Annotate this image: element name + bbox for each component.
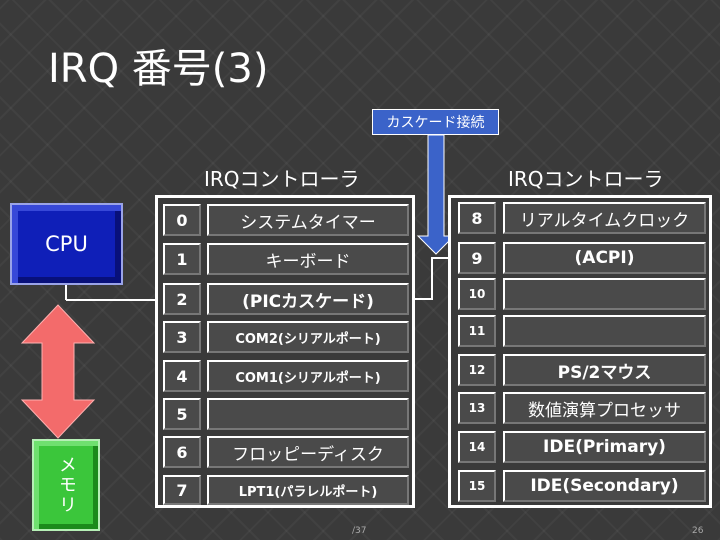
irq-device: システムタイマー — [207, 204, 409, 236]
irq-device: COM2(シリアルポート) — [207, 321, 409, 353]
irq-number: 6 — [163, 436, 201, 468]
irq-number: 10 — [458, 278, 496, 310]
irq-number: 9 — [458, 242, 496, 274]
irq-number: 3 — [163, 321, 201, 353]
cascade-line — [411, 257, 448, 300]
irq-number: 13 — [458, 392, 496, 424]
irq-device: 数値演算プロセッサ — [503, 392, 706, 424]
irq-device: IDE(Primary) — [503, 431, 706, 463]
irq-number: 7 — [163, 475, 201, 505]
page-number: 26 — [692, 526, 704, 536]
irq-number: 11 — [458, 315, 496, 347]
irq-device — [207, 398, 409, 430]
memory-box: メモリ — [32, 439, 100, 531]
cpu-memory-double-arrow — [20, 304, 96, 439]
irq-device: COM1(シリアルポート) — [207, 360, 409, 392]
cpu-box: CPU — [10, 203, 123, 285]
irq-number: 15 — [458, 470, 496, 502]
irq-number: 1 — [163, 243, 201, 275]
irq-device: LPT1(パラレルポート) — [207, 475, 409, 505]
irq-number: 14 — [458, 431, 496, 463]
irq-device — [503, 315, 706, 347]
irq-number: 12 — [458, 354, 496, 386]
irq-device: フロッピーディスク — [207, 436, 409, 468]
irq-device: リアルタイムクロック — [503, 202, 706, 234]
irq-device: IDE(Secondary) — [503, 470, 706, 502]
irq-device — [503, 278, 706, 310]
cascade-label: カスケード接続 — [372, 109, 499, 135]
page-total: /37 — [352, 526, 367, 536]
irq-device: キーボード — [207, 243, 409, 275]
irq-number: 8 — [458, 202, 496, 234]
master-controller-label: IRQコントローラ — [204, 167, 360, 191]
irq-number: 4 — [163, 360, 201, 392]
irq-number: 0 — [163, 204, 201, 236]
irq-device: PS/2マウス — [503, 354, 706, 386]
irq-device: (PICカスケード) — [207, 283, 409, 315]
irq-number: 2 — [163, 283, 201, 315]
irq-number: 5 — [163, 398, 201, 430]
cascade-pointer-arrow — [416, 134, 456, 255]
slide-title: IRQ 番号(3) — [48, 46, 269, 92]
slave-controller-label: IRQコントローラ — [508, 167, 664, 191]
irq-device: (ACPI) — [503, 242, 706, 274]
